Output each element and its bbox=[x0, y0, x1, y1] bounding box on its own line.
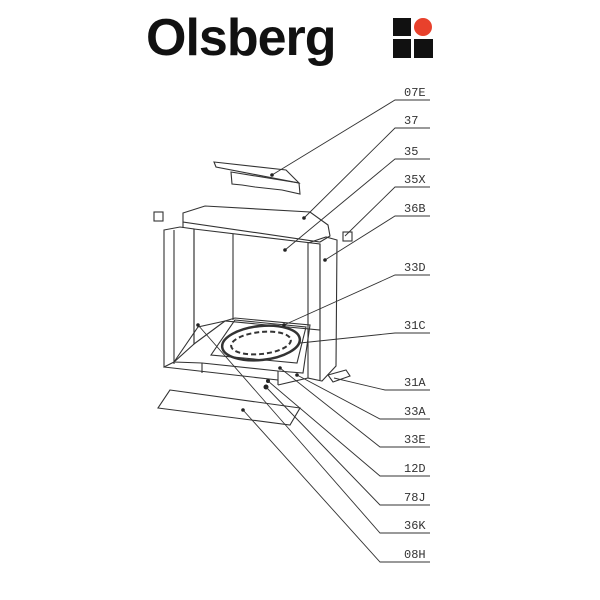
part-label: 31C bbox=[404, 319, 426, 333]
part-label: 12D bbox=[404, 462, 426, 476]
part-label: 35X bbox=[404, 173, 426, 187]
brand-logo-mark bbox=[393, 18, 433, 58]
part-block-left bbox=[153, 211, 164, 222]
part-label: 07E bbox=[404, 86, 426, 100]
part-31A-block bbox=[327, 369, 351, 383]
part-08H-plate bbox=[157, 389, 301, 426]
part-label: 33D bbox=[404, 261, 426, 275]
part-grate-inner bbox=[230, 330, 292, 356]
part-label: 36K bbox=[404, 519, 426, 533]
part-left-side bbox=[163, 226, 195, 368]
part-label: 35 bbox=[404, 145, 418, 159]
part-label: 78J bbox=[404, 491, 426, 505]
part-label: 31A bbox=[404, 376, 426, 390]
brand-logo-text: Olsberg bbox=[146, 9, 336, 67]
part-label: 37 bbox=[404, 114, 418, 128]
part-label: 36B bbox=[404, 202, 426, 216]
leader-lines bbox=[196, 99, 430, 563]
part-label: 33A bbox=[404, 405, 426, 419]
part-label: 33E bbox=[404, 433, 426, 447]
part-label: 08H bbox=[404, 548, 426, 562]
part-35X-block bbox=[342, 231, 353, 242]
part-36B-right-side bbox=[307, 236, 338, 382]
part-31C-grate bbox=[220, 324, 302, 362]
part-07E-baffle bbox=[213, 161, 301, 195]
